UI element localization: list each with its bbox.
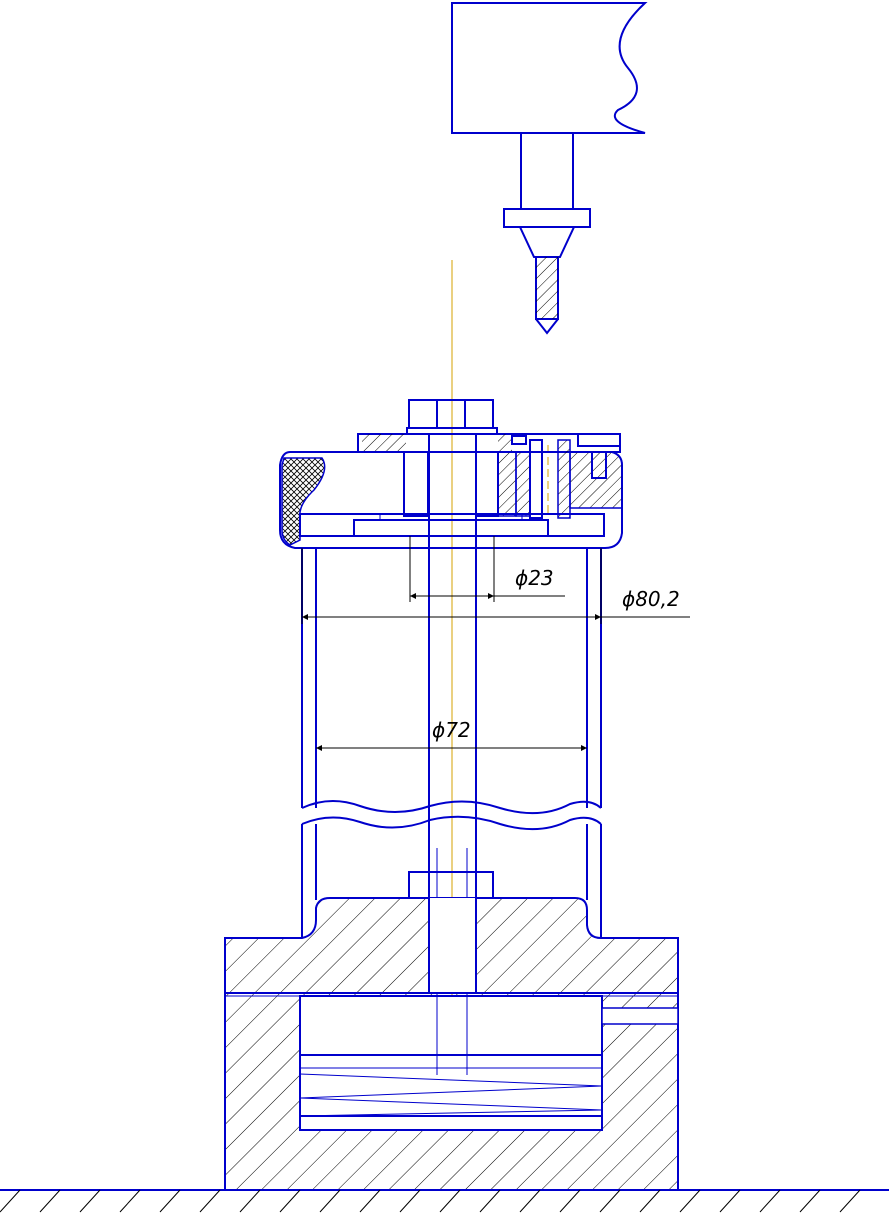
dim-phi23: ϕ23 [515,566,554,590]
top-clamp-assembly [279,399,623,549]
ground [0,1189,889,1213]
dim-phi80-2: ϕ80,2 [622,587,680,611]
dim-phi72: ϕ72 [432,718,471,742]
base-fixture [224,871,679,1191]
drill-head [451,1,648,335]
dimensions: ϕ23 ϕ80,2 ϕ72 [301,536,690,751]
